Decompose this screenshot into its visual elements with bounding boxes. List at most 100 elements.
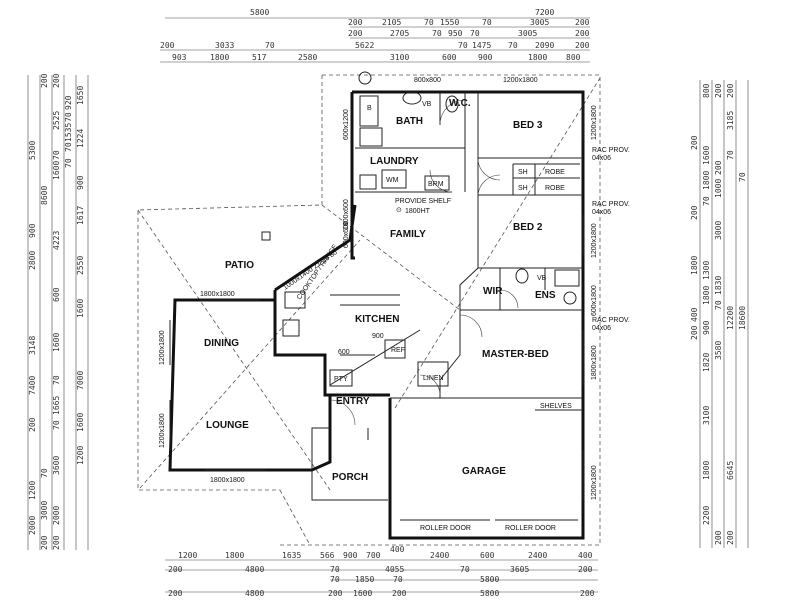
dim-left: 920 — [64, 95, 73, 110]
dim-bottom: 200 — [580, 589, 595, 598]
window-size: 1200x1800 — [503, 77, 538, 84]
room-wir: WIR — [483, 286, 503, 297]
dim-left: 7000 — [76, 371, 85, 390]
dim-left: 3148 — [28, 336, 37, 355]
fixture-robe: ROBE — [545, 169, 565, 176]
dim-bottom: 70 — [330, 575, 340, 584]
dim-bottom: 1800 — [225, 551, 244, 560]
rac-note: 04x06 — [592, 155, 611, 162]
window-size: 1800x1800 — [200, 291, 235, 298]
fixture-shelves: SHELVES — [540, 403, 572, 410]
dim-bottom: 4055 — [385, 565, 404, 574]
dim-top: 2705 — [390, 29, 409, 38]
dim-right: 1600 — [702, 146, 711, 165]
fixture-ref: REF — [391, 347, 405, 354]
window-size: 1800x1800 — [591, 345, 598, 380]
room-patio: PATIO — [225, 260, 254, 271]
dim-bottom: 2400 — [528, 551, 547, 560]
fixture-roller-door: ROLLER DOOR — [505, 525, 556, 532]
dim-top: 7200 — [535, 8, 554, 17]
dim-top: 200 — [575, 41, 590, 50]
dim-top: 5622 — [355, 41, 374, 50]
dim-left: 1200 — [76, 446, 85, 465]
fixture-bath: B — [367, 105, 372, 112]
dim-bottom: 1850 — [355, 575, 374, 584]
dim-right: 70 — [702, 196, 711, 206]
dim-bottom: 4800 — [245, 589, 264, 598]
dim-top: 600 — [442, 53, 457, 62]
dim-left: 900 — [76, 175, 85, 190]
dim-top: 3100 — [390, 53, 409, 62]
dim-top: 70 — [482, 18, 492, 27]
dim-right: 18600 — [738, 306, 747, 330]
dim-top: 800 — [566, 53, 581, 62]
dim-bottom: 700 — [366, 551, 381, 560]
dim-right: 1800 — [702, 461, 711, 480]
window-marks — [169, 100, 584, 500]
dim-left: 1600 — [76, 299, 85, 318]
dim-bottom: 3605 — [510, 565, 529, 574]
rac-note: 04x06 — [592, 209, 611, 216]
dim-bottom: 200 — [578, 565, 593, 574]
dim-right: 400 — [690, 307, 699, 322]
dim-top: 70 — [424, 18, 434, 27]
dim-bottom: 200 — [328, 589, 343, 598]
window-size: 1200x1800 — [591, 105, 598, 140]
dim-top: 3033 — [215, 41, 234, 50]
fixtures — [261, 71, 583, 411]
window-size: 1200x1800 — [591, 223, 598, 258]
dim-left: 70 — [52, 420, 61, 430]
dim-left: 7400 — [28, 376, 37, 395]
room-family: FAMILY — [390, 229, 426, 240]
room-dining: DINING — [204, 338, 239, 349]
dim-right: 70 — [726, 150, 735, 160]
fixture-shower: SH — [518, 185, 528, 192]
dim-left: 70 — [40, 468, 49, 478]
dim-bottom: 70 — [330, 565, 340, 574]
dim-bottom: 900 — [343, 551, 358, 560]
left-dimensions: 200 200 920 1650 70 2525 1535 70 1224 53… — [28, 73, 85, 550]
window-size: 1800x600 — [343, 199, 350, 230]
kitchen-dim: 900 — [372, 333, 384, 340]
dim-right: 1800 — [702, 171, 711, 190]
dim-left: 70 — [64, 158, 73, 168]
window-size: 1200x1800 — [591, 465, 598, 500]
room-bed2: BED 2 — [513, 222, 543, 233]
fixture-wm: WM — [386, 177, 399, 184]
dim-bottom: 200 — [392, 589, 407, 598]
dim-left: 2800 — [28, 251, 37, 270]
fixture-robe: ROBE — [545, 185, 565, 192]
dim-right: 1300 — [702, 261, 711, 280]
dim-top: 950 — [448, 29, 463, 38]
dim-left: 1617 — [76, 206, 85, 225]
dim-left: 1650 — [76, 86, 85, 105]
dim-top: 3005 — [530, 18, 549, 27]
dim-left: 1200 — [28, 481, 37, 500]
dim-bottom: 566 — [320, 551, 335, 560]
rac-note: 04x06 — [592, 325, 611, 332]
dim-left: 1224 — [76, 129, 85, 148]
dim-top: 70 — [458, 41, 468, 50]
dim-top: 200 — [348, 18, 363, 27]
dim-left: 2000 — [28, 516, 37, 535]
dim-top: 1475 — [472, 41, 491, 50]
dim-left: 3600 — [52, 456, 61, 475]
dim-right: 6645 — [726, 461, 735, 480]
dim-left: 200 — [40, 73, 49, 88]
room-labels: BATH W.C. BED 3 LAUNDRY FAMILY BED 2 PAT… — [204, 98, 556, 483]
dim-bottom: 200 — [168, 589, 183, 598]
fixture-linen: LINEN — [423, 375, 444, 382]
fixture-pantry: PTY — [334, 376, 348, 383]
dim-left: 70 — [52, 150, 61, 160]
dim-bottom: 600 — [480, 551, 495, 560]
room-entry: ENTRY — [336, 396, 370, 407]
dim-right: 200 — [714, 83, 723, 98]
dim-left: 8600 — [40, 186, 49, 205]
dim-left: 1600 — [76, 413, 85, 432]
dim-top: 70 — [432, 29, 442, 38]
dim-left: 5300 — [28, 141, 37, 160]
dim-left: 70 — [52, 375, 61, 385]
dim-top: 3005 — [518, 29, 537, 38]
dim-left: 200 — [52, 73, 61, 88]
